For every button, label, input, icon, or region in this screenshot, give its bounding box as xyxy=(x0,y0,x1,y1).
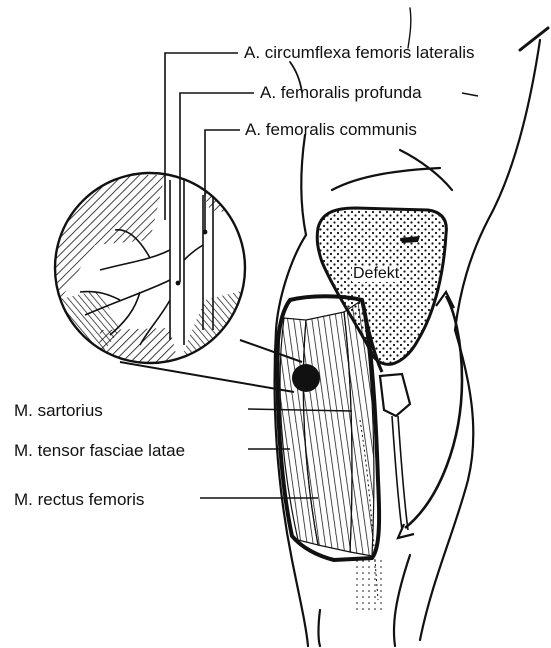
muscle-fill-dots xyxy=(356,560,382,610)
vessel-entry-point xyxy=(292,364,320,392)
label-m-tensor-fasciae-latae: M. tensor fasciae latae xyxy=(14,442,185,459)
label-m-sartorius: M. sartorius xyxy=(14,402,103,419)
label-a-femoralis-profunda: A. femoralis profunda xyxy=(260,84,422,101)
label-m-rectus-femoris: M. rectus femoris xyxy=(14,491,144,508)
label-a-circumflexa-femoris-lateralis: A. circumflexa femoris lateralis xyxy=(244,44,475,61)
label-defekt: Defekt xyxy=(352,266,400,282)
label-a-femoralis-communis: A. femoralis communis xyxy=(245,121,417,138)
detail-circle xyxy=(55,173,245,363)
